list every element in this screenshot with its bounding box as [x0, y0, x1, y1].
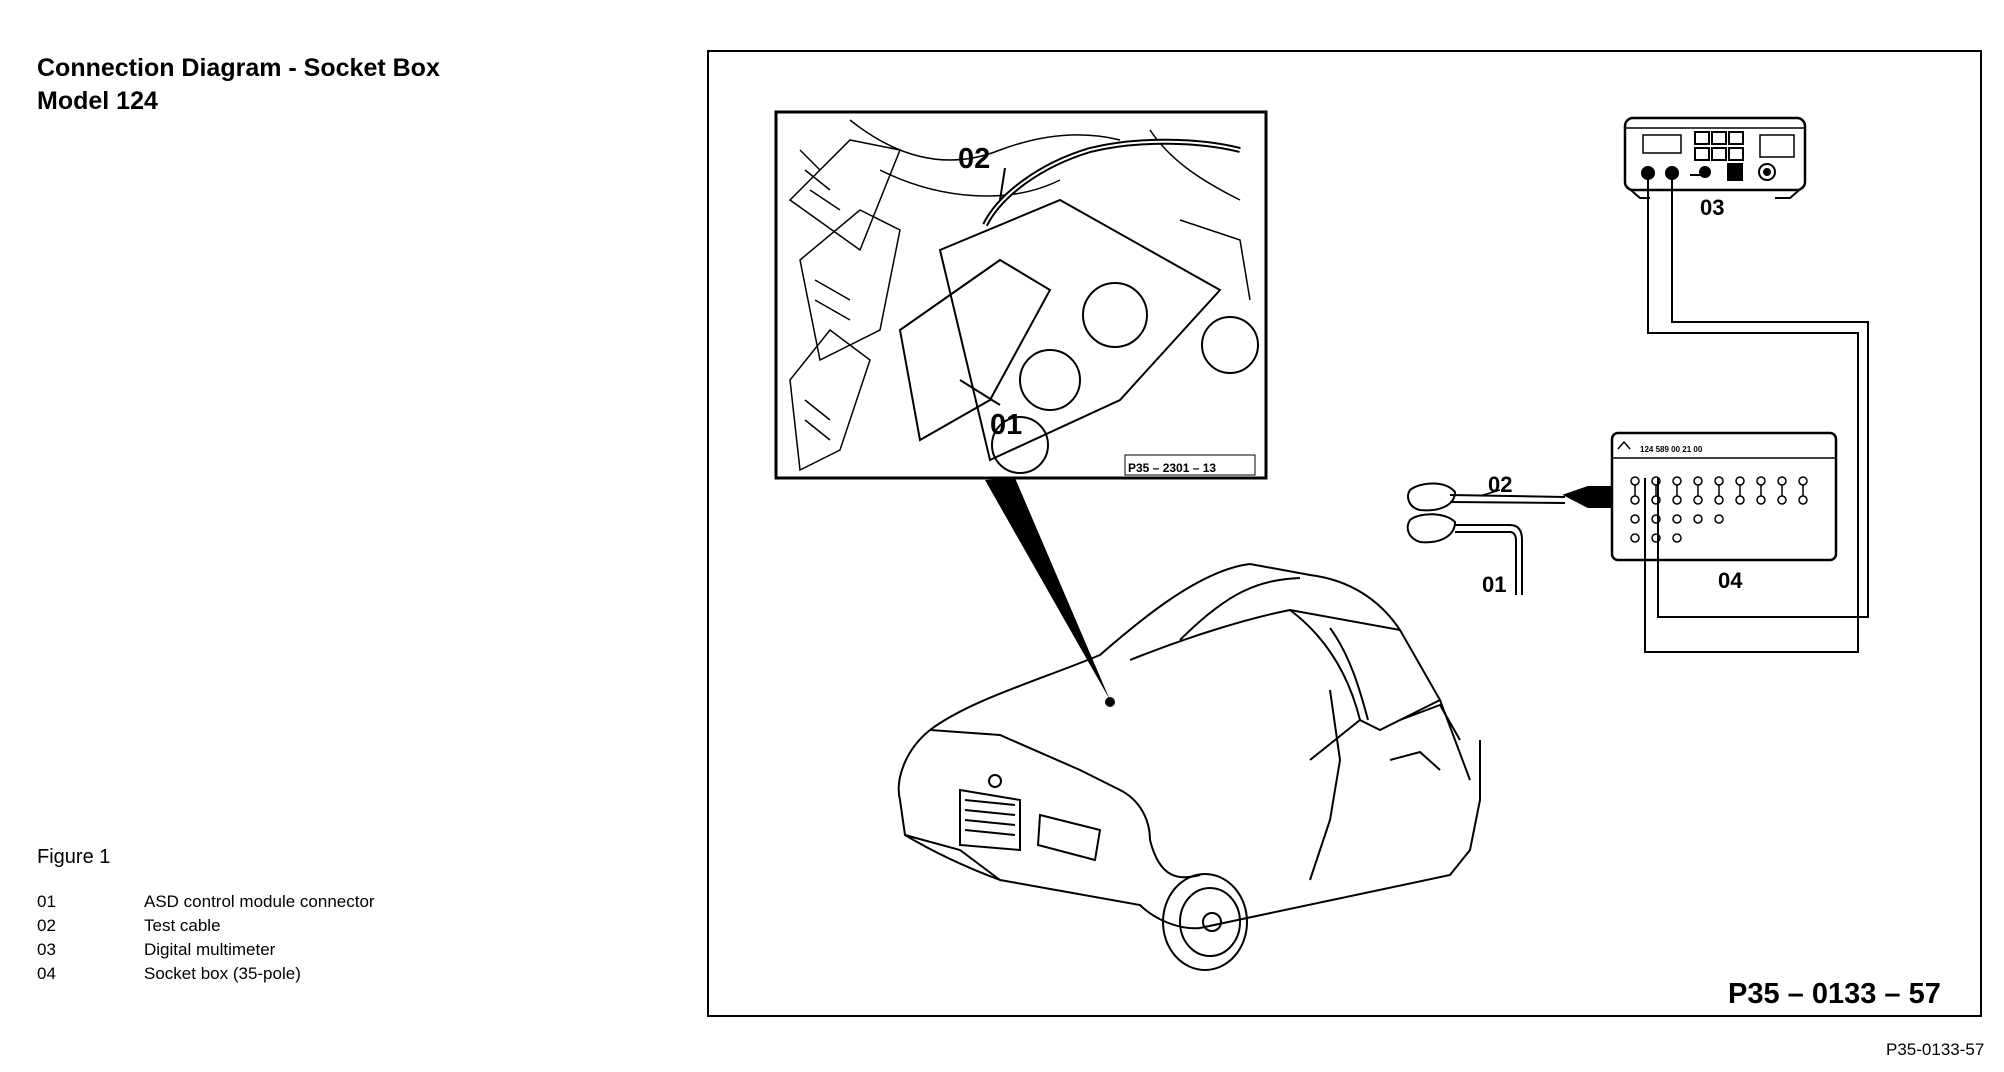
inset-id-label: P35 – 2301 – 13: [1128, 461, 1216, 475]
test-cable-and-connector: [1406, 482, 1566, 595]
engine-bay-inset: [774, 110, 1268, 480]
legend-item: 04 Socket box (35-pole): [37, 962, 375, 986]
title-line-2: Model 124: [37, 87, 158, 115]
socket-box-illustration: [1562, 431, 1838, 562]
callout-socket-box: 04: [1718, 568, 1743, 593]
figure-legend: 01 ASD control module connector 02 Test …: [37, 890, 375, 986]
legend-text: ASD control module connector: [144, 892, 375, 911]
callout-inset-cable: 02: [958, 143, 990, 175]
title-line-1: Connection Diagram - Socket Box: [37, 54, 440, 82]
multimeter-illustration: [1623, 116, 1807, 199]
diagram-id-label: P35 – 0133 – 57: [1728, 978, 1941, 1010]
legend-item: 01 ASD control module connector: [37, 890, 375, 914]
legend-number: 04: [37, 964, 56, 983]
legend-text: Socket box (35-pole): [144, 964, 301, 983]
car-illustration: [897, 563, 1481, 971]
diagram-frame: [707, 50, 1982, 1017]
legend-item: 03 Digital multimeter: [37, 938, 375, 962]
callout-inset-connector: 01: [990, 409, 1022, 441]
figure-title: Figure 1: [37, 846, 111, 868]
legend-number: 03: [37, 940, 56, 959]
callout-test-cable: 02: [1488, 472, 1512, 497]
test-leads: [1644, 174, 1869, 653]
socket-box-part-label: 124 589 00 21 00: [1640, 445, 1703, 454]
callout-connector: 01: [1482, 572, 1506, 597]
legend-text: Test cable: [144, 916, 221, 935]
legend-text: Digital multimeter: [144, 940, 276, 959]
pointer-wedge: [985, 478, 1110, 700]
legend-number: 01: [37, 892, 56, 911]
legend-item: 02 Test cable: [37, 914, 375, 938]
callout-labels: 02 01 P35 – 2301 – 13 03 04 02 01 124 58…: [958, 143, 1743, 597]
page-title: Connection Diagram - Socket Box Model 12…: [37, 52, 440, 118]
footer-image-id: P35-0133-57: [1886, 1040, 1985, 1059]
legend-number: 02: [37, 916, 56, 935]
callout-multimeter: 03: [1700, 195, 1724, 220]
